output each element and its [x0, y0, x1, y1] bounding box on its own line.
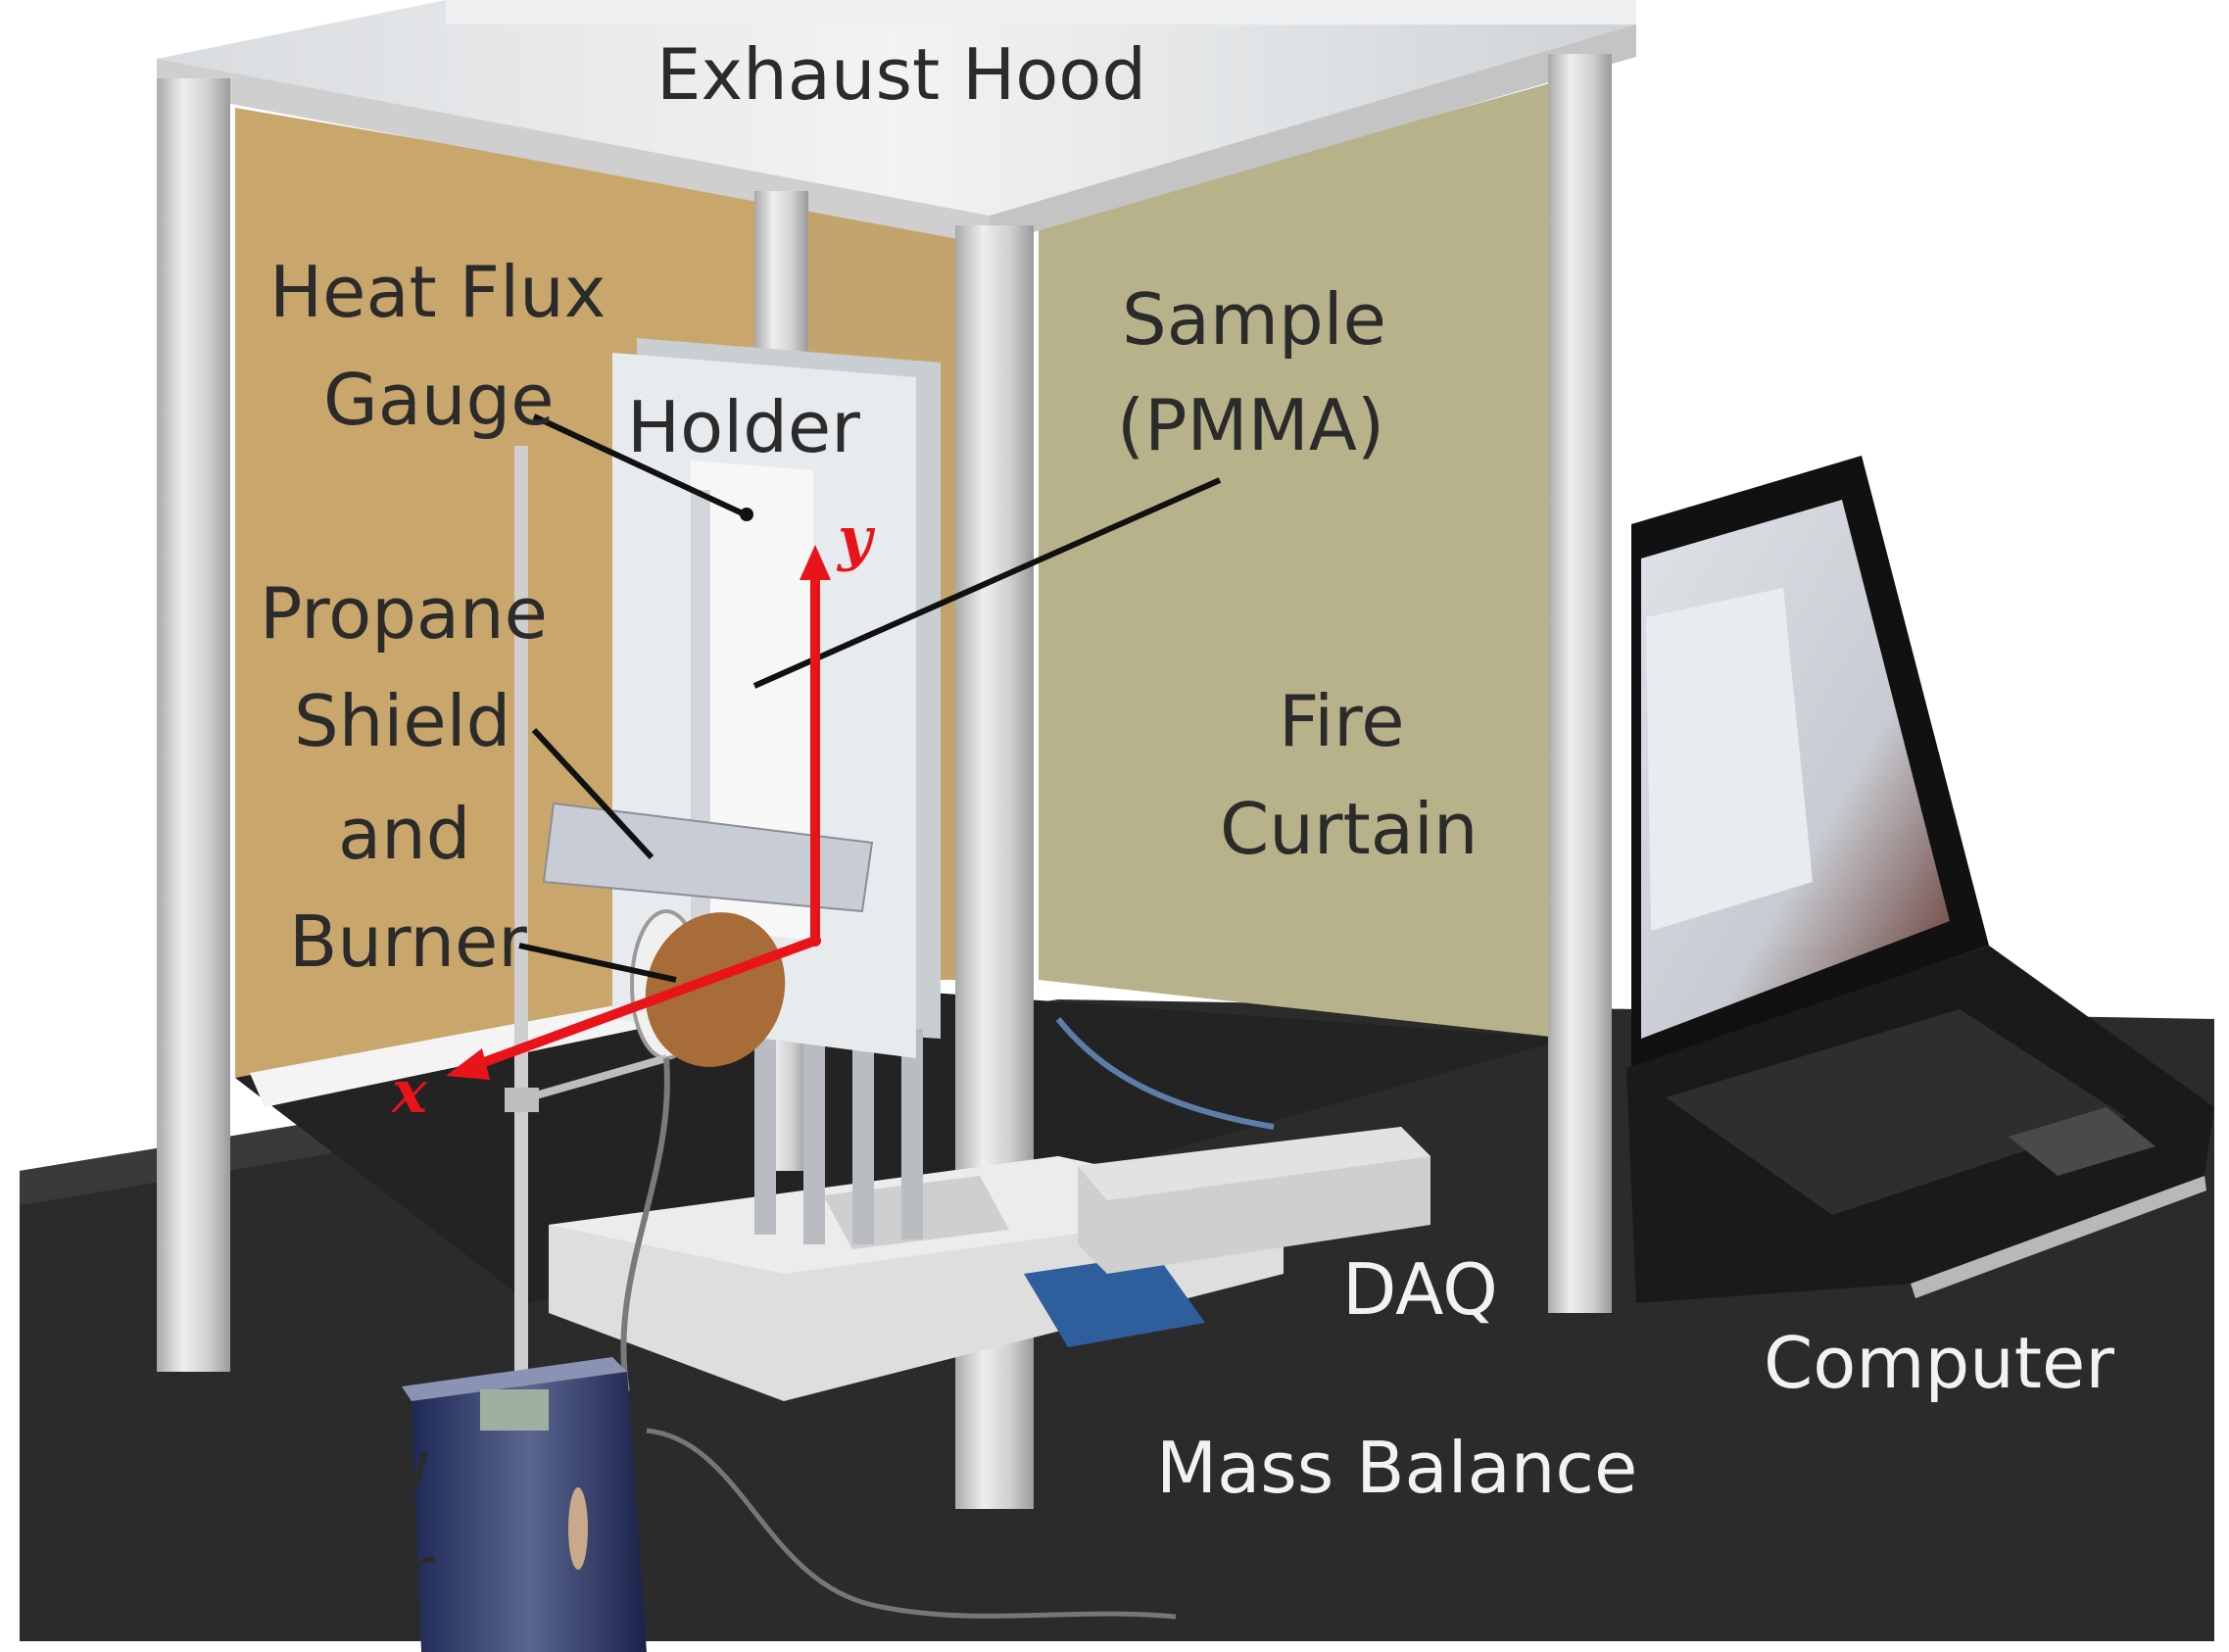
gas-tube [620, 1057, 670, 1392]
label-daq: DAQ [1342, 1248, 1498, 1331]
label-computer: Computer [1764, 1322, 2114, 1404]
label-sample-line1: Sample [1122, 278, 1386, 361]
axis-x-arrowhead [446, 1048, 490, 1080]
leader-shield [531, 727, 654, 860]
laptop-touchpad [2009, 1107, 2156, 1176]
holder-leg-1 [754, 1029, 776, 1235]
label-axis-x: x [392, 1058, 427, 1127]
label-axis-y: y [838, 505, 872, 573]
label-mass-balance: Mass Balance [1156, 1427, 1638, 1509]
post-right [1548, 54, 1612, 1313]
holder-leg-4 [901, 1029, 923, 1239]
label-heat-flux-line2: Gauge [323, 359, 555, 441]
laptop-screen-window [1646, 588, 1813, 931]
label-sample-line2: (PMMA) [1117, 384, 1385, 466]
flow-meter-knob [568, 1487, 588, 1570]
label-flow-line2: Meter [230, 1531, 435, 1613]
label-exhaust-hood: Exhaust Hood [656, 33, 1147, 116]
daq-box-top [1078, 1127, 1430, 1200]
flow-meter-top [402, 1357, 627, 1401]
frame-top-right [990, 24, 1636, 245]
right-panel [1039, 78, 1568, 1039]
holder-leg-2 [803, 1029, 825, 1244]
holder-leg-3 [852, 1029, 874, 1244]
label-fire-line2: Curtain [1220, 788, 1478, 870]
label-fire-line1: Fire [1279, 680, 1405, 762]
stand-rod [514, 446, 528, 1455]
flow-meter [412, 1372, 647, 1652]
label-propane-line1: Propane [260, 572, 548, 655]
sample-pmma [691, 461, 813, 941]
label-propane-line3: and [338, 793, 471, 875]
axis-x-line [466, 936, 817, 1073]
laptop-edge [1911, 1176, 2206, 1298]
post-left-front [157, 78, 230, 1372]
leader-sample [752, 477, 1222, 689]
axis-origin [809, 935, 821, 947]
laptop-keyboard [1666, 1009, 2126, 1215]
exhaust-hood [157, 0, 1636, 225]
label-propane-line2: Shield [294, 680, 511, 762]
leader-heat-flux-gauge [532, 413, 747, 517]
label-flow-line1: Flow [269, 1425, 431, 1507]
balance-display [1024, 1254, 1205, 1347]
heat-flux-gauge-dot [740, 508, 753, 521]
flow-meter-display [480, 1389, 549, 1431]
burner-body [645, 912, 786, 1067]
label-holder: Holder [627, 386, 860, 468]
stand-arm [527, 1054, 668, 1101]
leader-burner [518, 943, 677, 983]
label-propane-line4: Burner [289, 900, 527, 983]
label-heat-flux-line1: Heat Flux [269, 251, 606, 333]
daq-cable [1055, 1017, 1275, 1130]
axis-y-arrowhead [800, 545, 831, 580]
exhaust-hood-top [446, 0, 1636, 24]
meter-cable [646, 1428, 1177, 1620]
